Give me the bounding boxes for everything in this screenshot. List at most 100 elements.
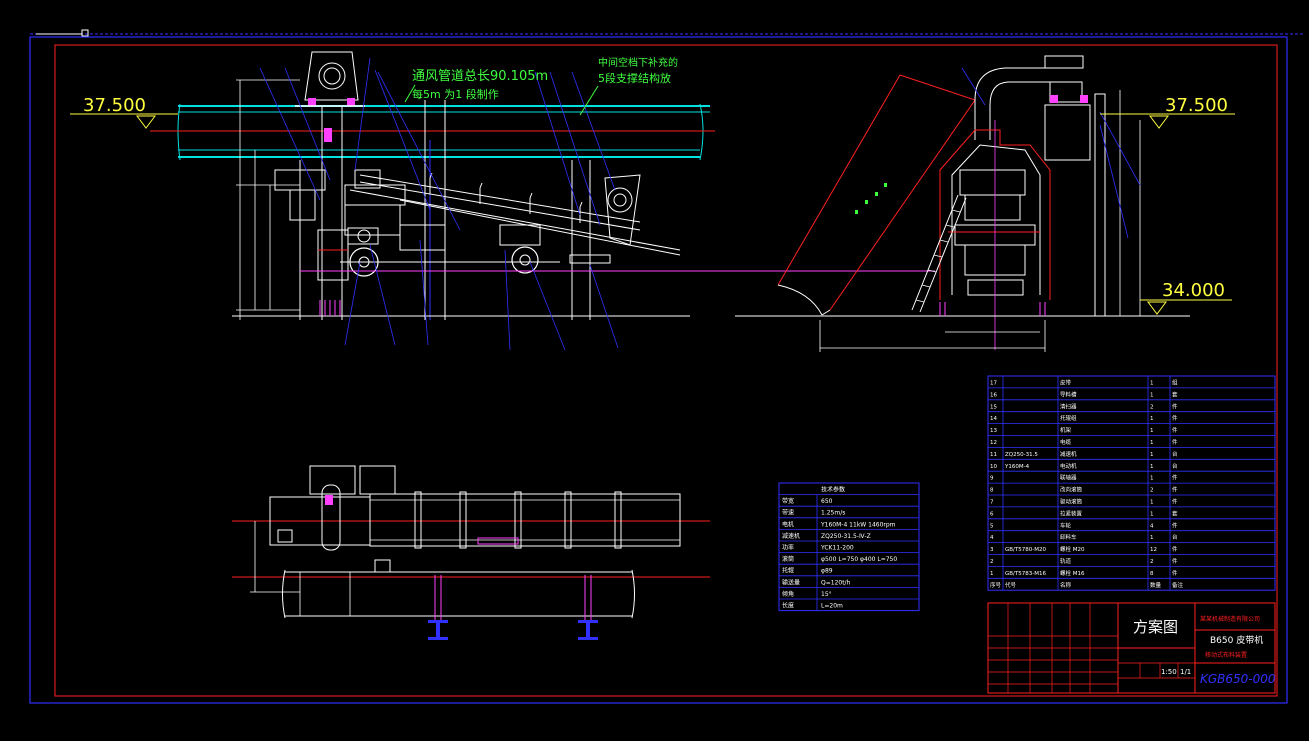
parts-cell: 皮带 [1060, 379, 1072, 387]
ucs-marker [81, 29, 89, 37]
parts-cell: 件 [1172, 414, 1178, 422]
parts-cell: 套 [1172, 390, 1178, 398]
parts-cell: GB/T5780-M20 [1005, 547, 1046, 553]
parts-cell: 清扫器 [1060, 402, 1077, 410]
parts-cell: 件 [1172, 486, 1178, 494]
params-label: 滚筒 [782, 555, 794, 563]
parts-cell: 1 [1150, 500, 1154, 506]
drawing-subtitle: B650 皮带机 [1210, 634, 1263, 646]
params-label: 托辊 [782, 567, 794, 575]
parts-header-cell: 名称 [1060, 581, 1072, 589]
parts-cell: 2 [1150, 404, 1154, 410]
elevation-label-top-left: 37.500 [83, 95, 146, 116]
params-value: ZQ250-31.5-Ⅳ-Z [821, 533, 871, 540]
params-label: 倾角 [782, 590, 794, 598]
parts-cell: 件 [1172, 438, 1178, 446]
parts-cell: ZQ250-31.5 [1005, 452, 1038, 458]
parts-cell: 卸料车 [1060, 533, 1077, 541]
parts-cell: 托辊组 [1060, 414, 1077, 422]
parts-cell: 驱动滚筒 [1060, 498, 1083, 506]
params-value: 1.25m/s [821, 510, 845, 517]
parts-cell: 3 [990, 547, 994, 553]
note-duct-each: 每5m 为1 段制作 [412, 87, 499, 101]
parts-cell: 改向滚筒 [1060, 486, 1083, 494]
parts-cell: 件 [1172, 545, 1178, 553]
parts-cell: 15 [990, 404, 997, 410]
parts-cell: 台 [1172, 462, 1178, 470]
parts-header-cell: 备注 [1172, 581, 1184, 589]
parts-cell: 组 [1172, 379, 1178, 387]
params-label: 带宽 [782, 497, 794, 505]
parts-cell: 4 [990, 535, 994, 541]
parts-cell: 联轴器 [1060, 474, 1077, 482]
parts-cell: 1 [1150, 416, 1154, 422]
parts-cell: 1 [1150, 476, 1154, 482]
parts-cell: 12 [990, 440, 997, 446]
elevation-label-bottom-right: 34.000 [1162, 280, 1225, 301]
parts-cell: 减速机 [1060, 450, 1077, 458]
parts-cell: 8 [990, 488, 994, 494]
note-duct-length: 通风管道总长90.105m [412, 69, 548, 84]
parts-cell: 螺栓 M16 [1060, 569, 1085, 577]
parts-cell: 1 [1150, 381, 1154, 387]
parts-cell: 11 [990, 452, 997, 458]
params-value: 650 [821, 498, 833, 505]
parts-cell: 套 [1172, 509, 1178, 517]
params-label: 长度 [782, 602, 794, 610]
parts-cell: 1 [1150, 428, 1154, 434]
params-value: Q=120t/h [821, 579, 851, 586]
elevation-label-top-right: 37.500 [1165, 95, 1228, 116]
parts-cell: 17 [990, 381, 997, 387]
params-label: 减速机 [782, 532, 800, 540]
parts-cell: 13 [990, 428, 997, 434]
inner-border [54, 44, 1278, 697]
parts-cell: 10 [990, 464, 997, 470]
parts-cell: 16 [990, 392, 997, 398]
company-name: 某某机械制造有限公司 [1200, 615, 1260, 623]
parts-cell: 9 [990, 476, 994, 482]
parts-cell: 螺栓 M20 [1060, 545, 1085, 553]
parts-cell: Y160M-4 [1004, 464, 1030, 470]
parts-cell: 1 [1150, 535, 1154, 541]
parts-cell: 导料槽 [1060, 390, 1077, 398]
note-support-2: 5段支撑结构放 [598, 71, 671, 85]
parts-cell: 8 [1150, 571, 1154, 577]
parts-cell: 1 [1150, 392, 1154, 398]
parts-cell: 件 [1172, 402, 1178, 410]
parts-cell: 件 [1172, 521, 1178, 529]
parts-cell: 电动机 [1060, 462, 1077, 470]
parts-cell: 1 [1150, 464, 1154, 470]
parts-cell: 件 [1172, 474, 1178, 482]
parts-cell: 拉紧装置 [1060, 509, 1083, 517]
parts-cell: 4 [1150, 523, 1154, 529]
drawing-title: 方案图 [1133, 618, 1178, 636]
parts-cell: 机架 [1060, 426, 1072, 434]
params-value: φ89 [821, 568, 833, 575]
side-elevation-view: 37.500 34.000 [735, 55, 1235, 352]
parts-cell: 2 [990, 559, 994, 565]
parts-cell: 12 [1150, 547, 1157, 553]
params-value: Y160M-4 11kW 1460rpm [820, 521, 896, 528]
parts-header-cell: 代号 [1005, 581, 1017, 589]
plan-view [232, 465, 710, 640]
parts-cell: 件 [1172, 426, 1178, 434]
note-support-1: 中间空档下补充的 [598, 56, 678, 69]
params-value: YCK11-200 [820, 545, 854, 552]
parts-cell: 7 [990, 500, 994, 506]
outer-border [29, 36, 1288, 704]
drawing-number: KGB650-000 [1200, 672, 1276, 686]
drawing-subtitle2: 移动式布料装置 [1205, 651, 1247, 659]
parts-cell: 台 [1172, 533, 1178, 541]
drawing-scale: 1:50 [1161, 668, 1177, 676]
parts-cell: 件 [1172, 569, 1178, 577]
params-value: 15° [821, 591, 832, 598]
params-label: 功率 [782, 544, 794, 552]
params-header: 技术参数 [821, 486, 845, 494]
parts-cell: 2 [1150, 488, 1154, 494]
front-elevation-view: 37.500 [70, 51, 935, 351]
parts-cell: GB/T5783-M16 [1005, 571, 1046, 577]
parts-cell: 2 [1150, 559, 1154, 565]
